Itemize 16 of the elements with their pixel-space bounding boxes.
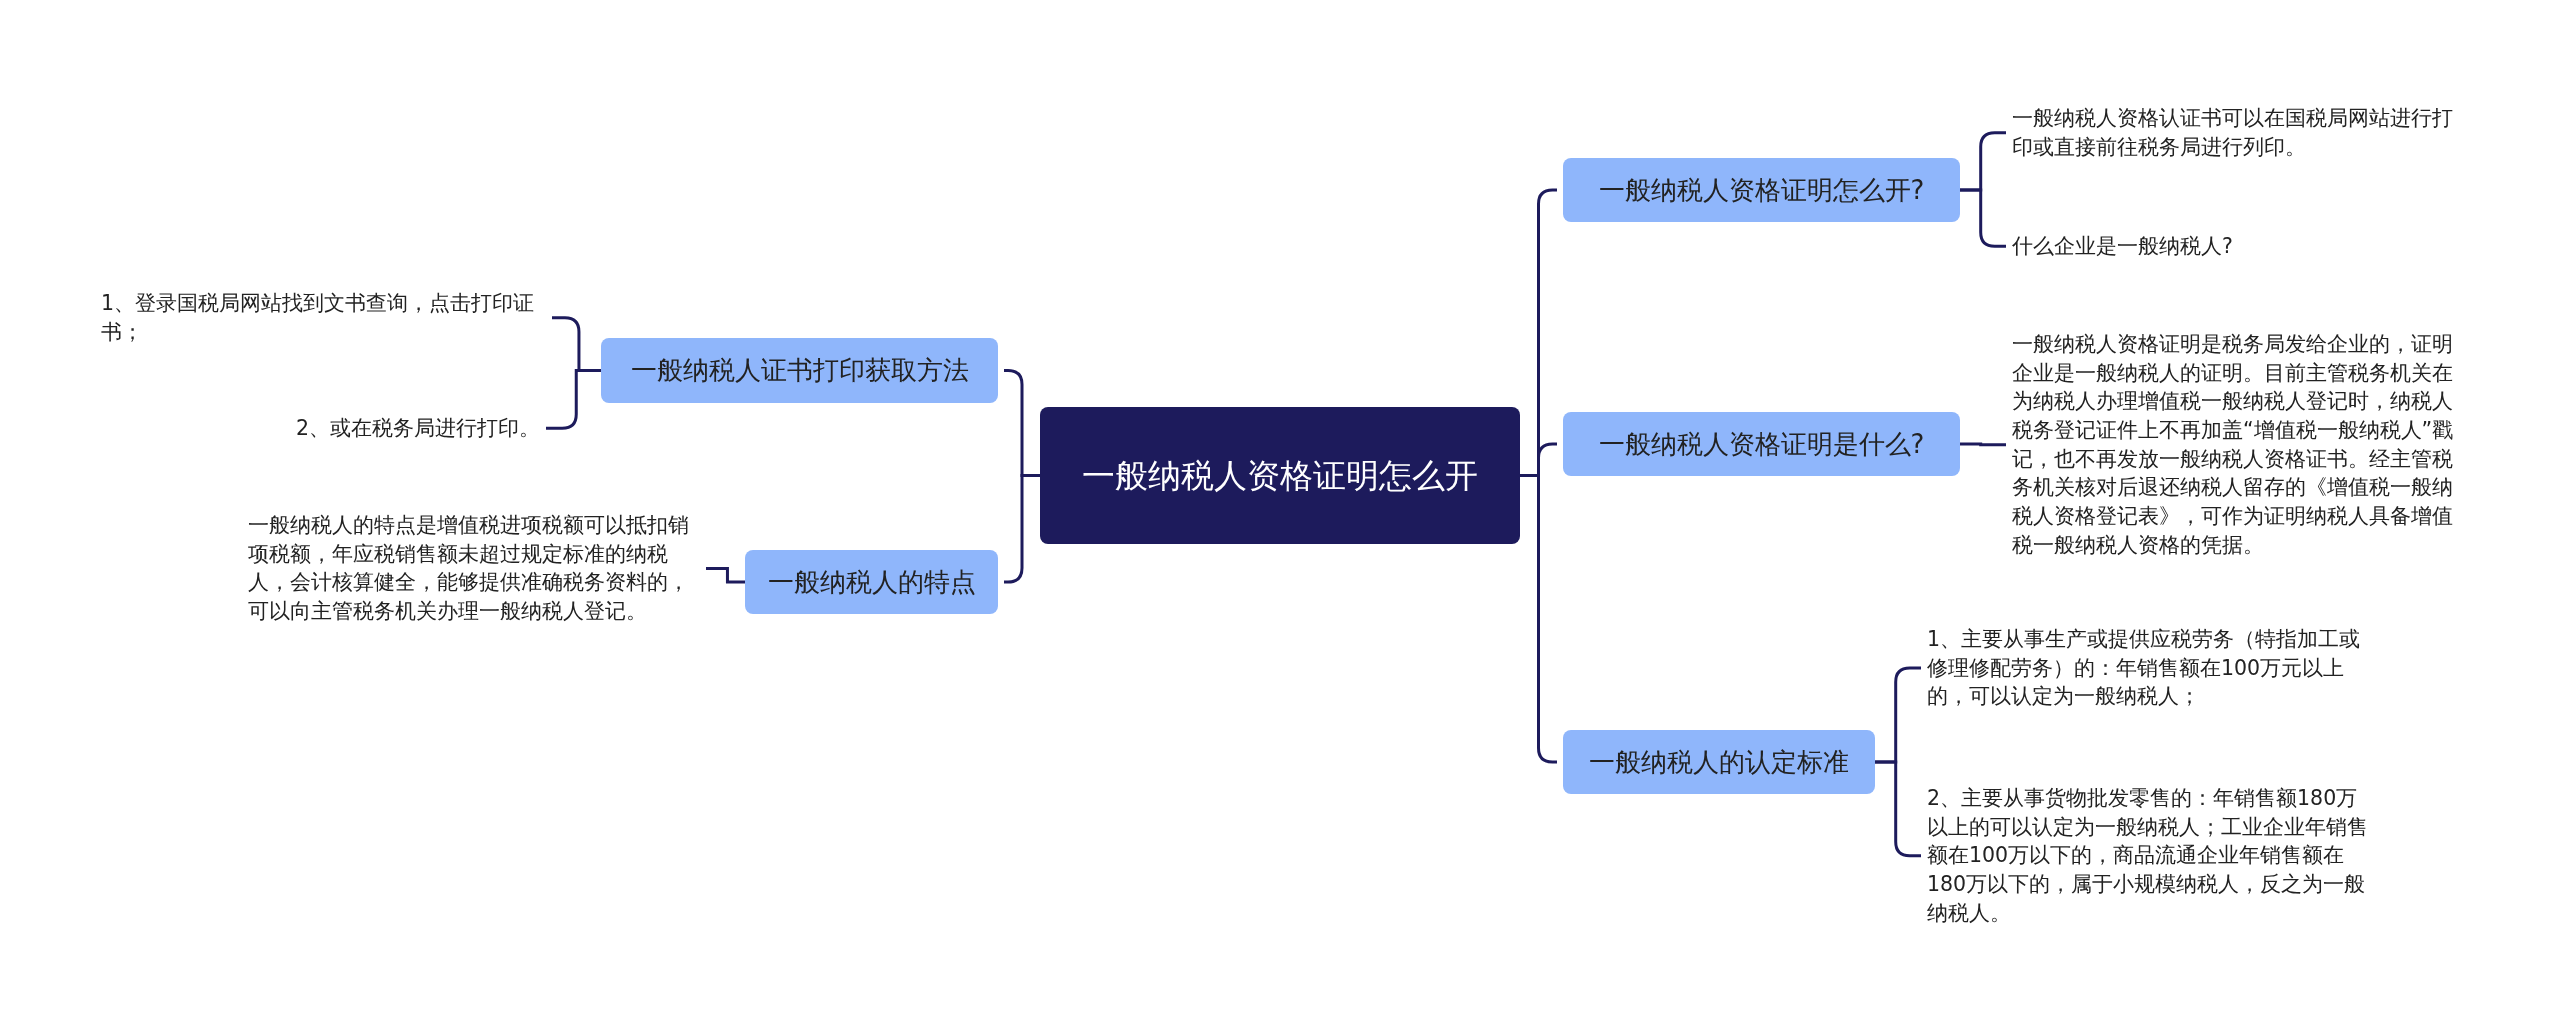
note-text: 1、登录国税局网站找到文书查询，点击打印证书； <box>101 289 546 347</box>
topic-box: 一般纳税人资格证明是什么? <box>1563 412 1960 476</box>
connector-line <box>1960 442 2006 447</box>
note-text: 2、主要从事货物批发零售的：年销售额180万以上的可以认定为一般纳税人；工业企业年销售额在100万以下的，商品流通企业年销售额在180万以下的，属于小规模纳税人，反之为一般纳税人。 <box>1927 784 2377 928</box>
topic-box: 一般纳税人证书打印获取方法 <box>601 338 998 403</box>
note-text: 什么企业是一般纳税人? <box>2012 232 2472 261</box>
note-text: 2、或在税务局进行打印。 <box>290 414 540 443</box>
topic-box: 一般纳税人的认定标准 <box>1563 730 1875 794</box>
connector-line <box>706 566 745 584</box>
central-topic-box: 一般纳税人资格证明怎么开 <box>1040 407 1520 544</box>
note-text: 一般纳税人资格认证书可以在国税局网站进行打印或直接前往税务局进行列印。 <box>2012 104 2472 162</box>
note-text: 一般纳税人的特点是增值税进项税额可以抵扣销项税额，年应税销售额未超过规定标准的纳税人，会计核算健全，能够提供准确税务资料的，可以向主管税务机关办理一般纳税人登记。 <box>248 511 700 626</box>
note-text: 一般纳税人资格证明是税务局发给企业的，证明企业是一般纳税人的证明。目前主管税务机关在为纳税人办理增值税一般纳税人登记时，纳税人税务登记证件上不再加盖“增值税一般纳税人”戳记，也不再发放一般纳税人资格证书。经主管税务机关核对后退还纳税人留存的《增值税一般纳税人资格登记表》，可作为证明纳税人具备增值税一般纳税人资格的凭据。 <box>2012 330 2472 560</box>
topic-box: 一般纳税人资格证明怎么开? <box>1563 158 1960 222</box>
note-text: 1、主要从事生产或提供应税劳务（特指加工或修理修配劳务）的：年销售额在100万元以上的，可以认定为一般纳税人； <box>1927 625 2377 712</box>
topic-box: 一般纳税人的特点 <box>745 550 998 614</box>
